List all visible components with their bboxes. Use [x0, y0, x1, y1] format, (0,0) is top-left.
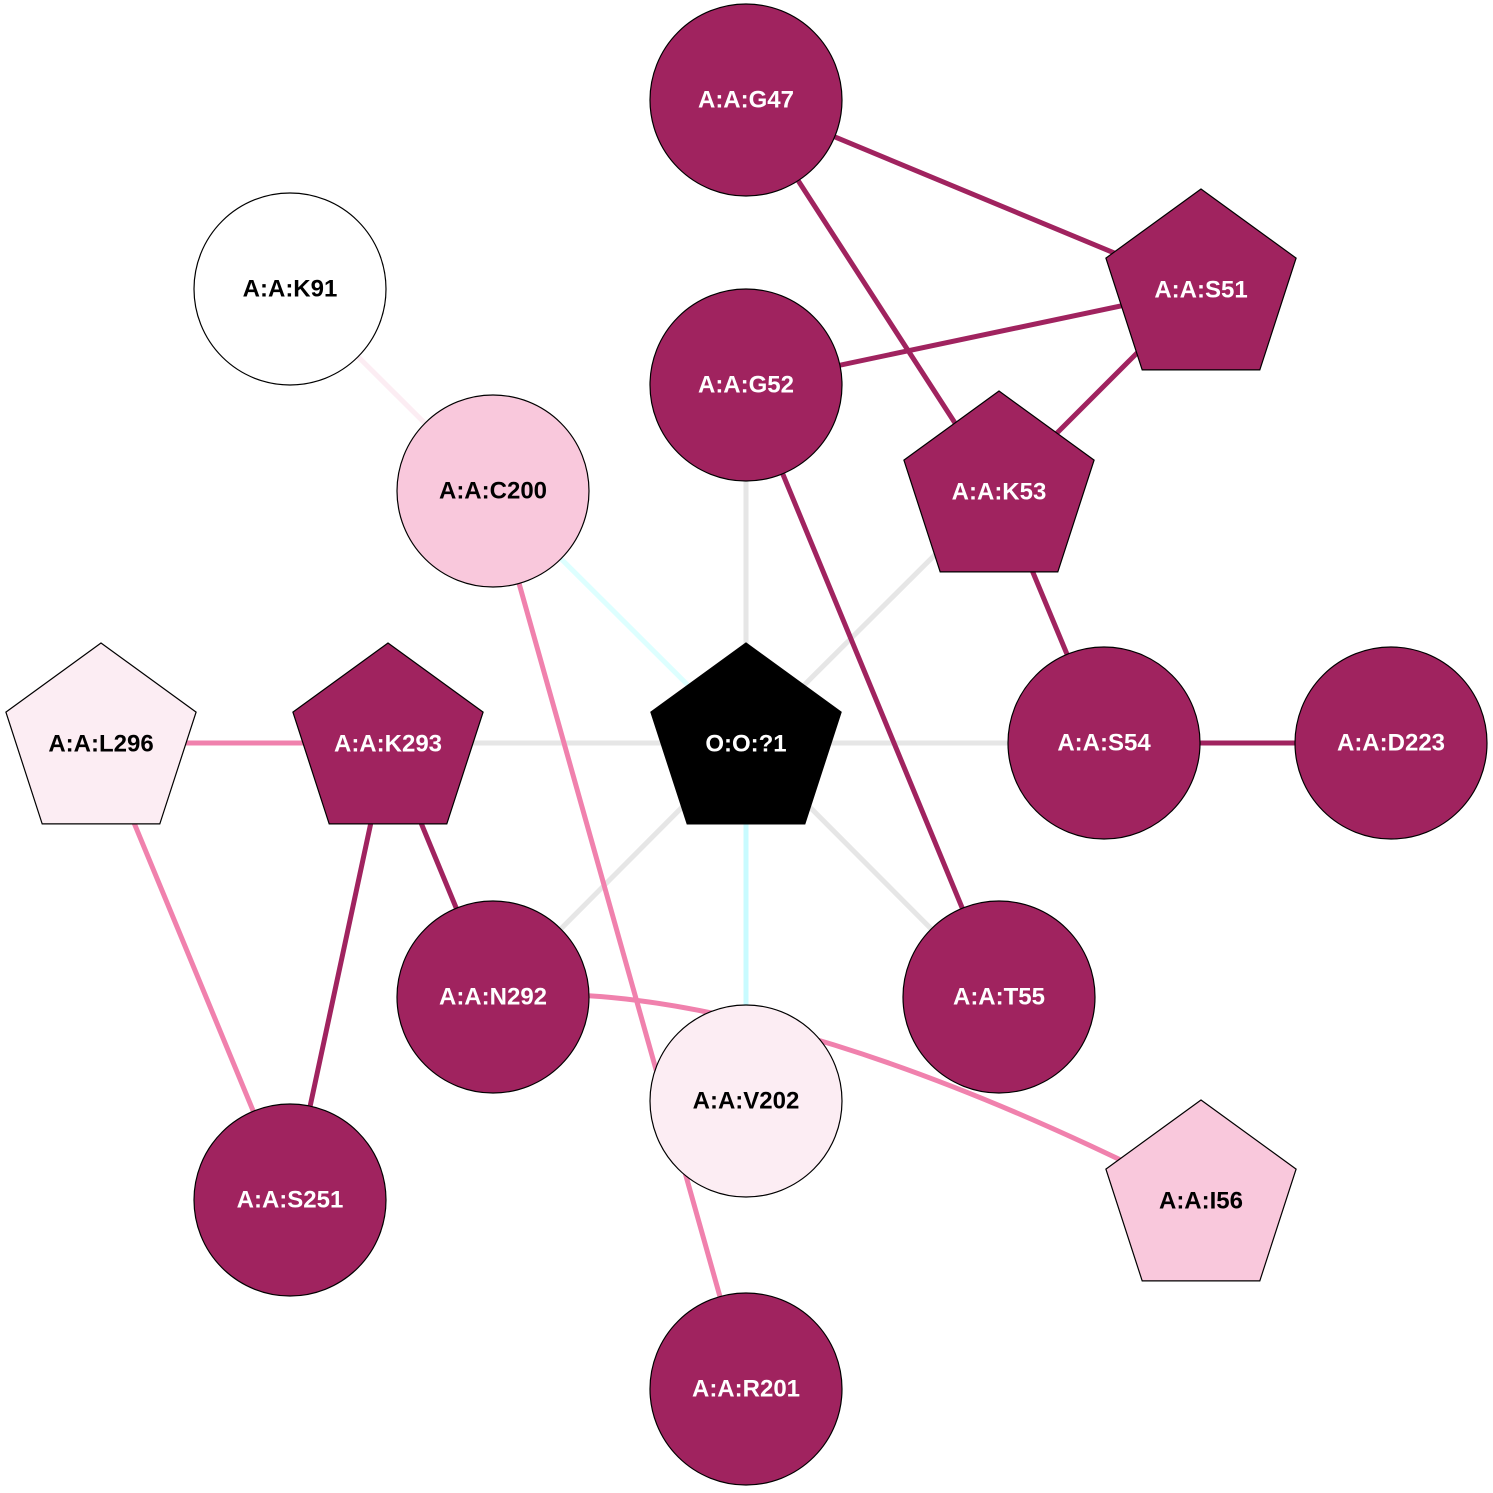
circle-shape: [396, 900, 590, 1094]
node-label: A:A:V202: [693, 1088, 800, 1115]
node-a-a-d223[interactable]: A:A:D223: [1294, 646, 1488, 840]
node-label: A:A:R201: [692, 1376, 800, 1403]
edge-a-a-n292-to-a-a-i56: [492, 991, 1203, 1203]
node-a-a-k293[interactable]: A:A:K293: [292, 642, 484, 825]
node-a-a-c200[interactable]: A:A:C200: [396, 394, 590, 588]
pentagon-shape: [650, 642, 842, 825]
circle-shape: [1294, 646, 1488, 840]
node-label: A:A:D223: [1337, 730, 1445, 757]
node-a-a-n292[interactable]: A:A:N292: [396, 900, 590, 1094]
circle-shape: [193, 1103, 387, 1297]
node-a-a-s54[interactable]: A:A:S54: [1007, 646, 1201, 840]
node-a-a-l296[interactable]: A:A:L296: [5, 642, 197, 825]
node-label: A:A:K53: [952, 479, 1047, 506]
node-a-a-g47[interactable]: A:A:G47: [649, 3, 843, 197]
node-a-a-g52[interactable]: A:A:G52: [649, 288, 843, 482]
node-label: A:A:K91: [243, 276, 338, 303]
node-label: A:A:G47: [698, 87, 794, 114]
node-a-a-k91[interactable]: A:A:K91: [193, 192, 387, 386]
node-a-a-i56[interactable]: A:A:I56: [1105, 1099, 1297, 1282]
circle-shape: [649, 3, 843, 197]
node-a-a-t55[interactable]: A:A:T55: [902, 900, 1096, 1094]
circle-shape: [396, 394, 590, 588]
node-o-o-1[interactable]: O:O:?1: [650, 642, 842, 825]
node-label: A:A:S54: [1057, 730, 1151, 757]
node-label: A:A:S51: [1154, 277, 1247, 304]
edge-a-a-c200-to-a-a-r201: [490, 490, 749, 1390]
node-a-a-k53[interactable]: A:A:K53: [903, 390, 1095, 573]
node-a-a-s251[interactable]: A:A:S251: [193, 1103, 387, 1297]
node-label: A:A:G52: [698, 372, 794, 399]
node-a-a-r201[interactable]: A:A:R201: [649, 1292, 843, 1486]
node-label: A:A:L296: [48, 731, 153, 758]
node-label: A:A:T55: [953, 984, 1045, 1011]
node-label: A:A:C200: [439, 478, 547, 505]
circle-shape: [1007, 646, 1201, 840]
pentagon-shape: [1105, 188, 1297, 371]
node-label: O:O:?1: [705, 731, 786, 758]
circle-shape: [649, 1292, 843, 1486]
pentagon-shape: [903, 390, 1095, 573]
node-a-a-s51[interactable]: A:A:S51: [1105, 188, 1297, 371]
circle-shape: [649, 288, 843, 482]
node-label: A:A:S251: [237, 1187, 344, 1214]
circle-shape: [902, 900, 1096, 1094]
pentagon-shape: [292, 642, 484, 825]
node-a-a-v202[interactable]: A:A:V202: [649, 1004, 843, 1198]
pentagon-shape: [1105, 1099, 1297, 1282]
circle-shape: [649, 1004, 843, 1198]
pentagon-shape: [5, 642, 197, 825]
edge-a-a-g52-to-a-a-t55: [743, 384, 1002, 998]
node-label: A:A:K293: [334, 731, 442, 758]
circle-shape: [193, 192, 387, 386]
node-label: A:A:I56: [1159, 1188, 1243, 1215]
node-label: A:A:N292: [439, 984, 547, 1011]
